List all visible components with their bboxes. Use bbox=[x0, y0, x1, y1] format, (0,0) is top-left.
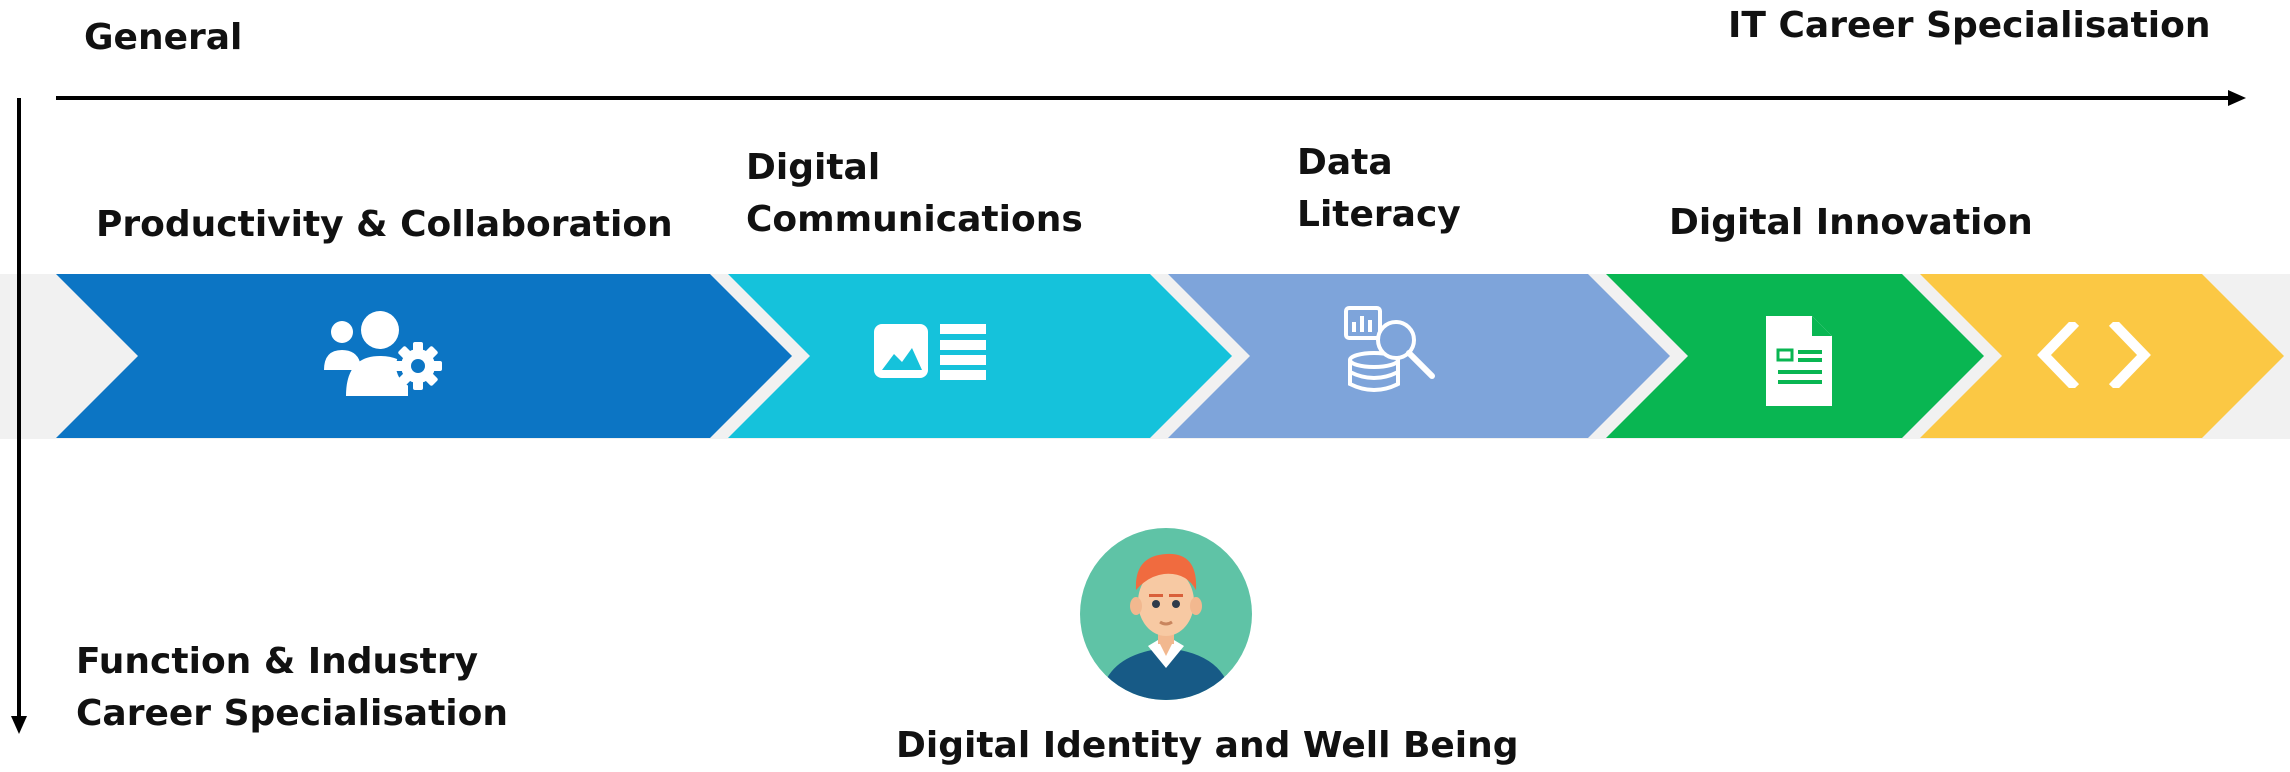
document-icon bbox=[1766, 316, 1832, 406]
stage-label-data-literacy: Data Literacy bbox=[1297, 142, 1461, 235]
image-text-icon bbox=[874, 324, 986, 380]
stage-label-productivity: Productivity & Collaboration bbox=[96, 204, 673, 245]
chevron-code bbox=[1920, 274, 2284, 438]
chevron-data-literacy bbox=[1168, 274, 1670, 438]
axis-label-it-career: IT Career Specialisation bbox=[1728, 5, 2211, 46]
code-brackets-icon bbox=[2037, 322, 2151, 388]
identity-label: Digital Identity and Well Being bbox=[896, 725, 1519, 766]
person-avatar-icon bbox=[1080, 528, 1252, 700]
stage-label-digital-communications: Digital Communications bbox=[746, 147, 1083, 240]
stage-label-digital-innovation: Digital Innovation bbox=[1669, 202, 2033, 243]
users-gear-icon bbox=[324, 311, 442, 396]
axis-label-general: General bbox=[84, 17, 243, 58]
data-search-icon bbox=[1344, 306, 1435, 392]
axis-label-function-industry: Function & Industry Career Specialisatio… bbox=[76, 641, 508, 734]
